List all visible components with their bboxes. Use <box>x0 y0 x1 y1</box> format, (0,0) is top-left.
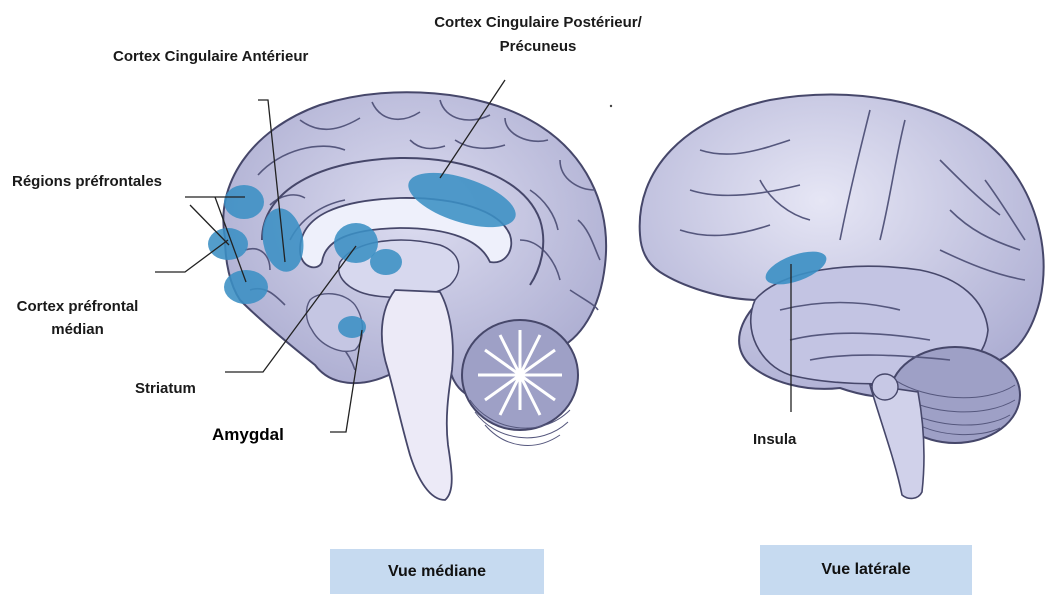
label-striatum: Striatum <box>135 379 196 398</box>
label-mpfc-line2: médian <box>5 320 150 339</box>
view-title-lateral-text: Vue latérale <box>821 561 910 579</box>
lateral-brain <box>640 94 1044 498</box>
label-posterior-cingulate: Cortex Cingulaire Postérieur/ Précuneus <box>388 13 688 56</box>
label-amygdala: Amygdal <box>212 425 284 444</box>
region-striatum-2 <box>370 249 402 275</box>
label-pcc-line2: Précuneus <box>388 37 688 56</box>
stray-dot <box>610 105 612 107</box>
brainstem <box>382 290 453 500</box>
label-pcc-line1: Cortex Cingulaire Postérieur/ <box>388 13 688 32</box>
label-anterior-cingulate: Cortex Cingulaire Antérieur <box>113 47 308 66</box>
region-prefrontal-lower <box>224 270 268 304</box>
label-insula: Insula <box>753 430 796 449</box>
view-title-medial-text: Vue médiane <box>388 563 486 581</box>
label-medial-prefrontal: Cortex préfrontal médian <box>5 297 150 339</box>
region-prefrontal-upper <box>224 185 264 219</box>
pons-lateral <box>872 374 898 400</box>
view-title-medial: Vue médiane <box>330 549 544 594</box>
label-prefrontal-regions: Régions préfrontales <box>12 172 162 191</box>
label-mpfc-line1: Cortex préfrontal <box>5 297 150 316</box>
view-title-lateral: Vue latérale <box>760 545 972 595</box>
brainstem-lateral <box>870 385 924 498</box>
